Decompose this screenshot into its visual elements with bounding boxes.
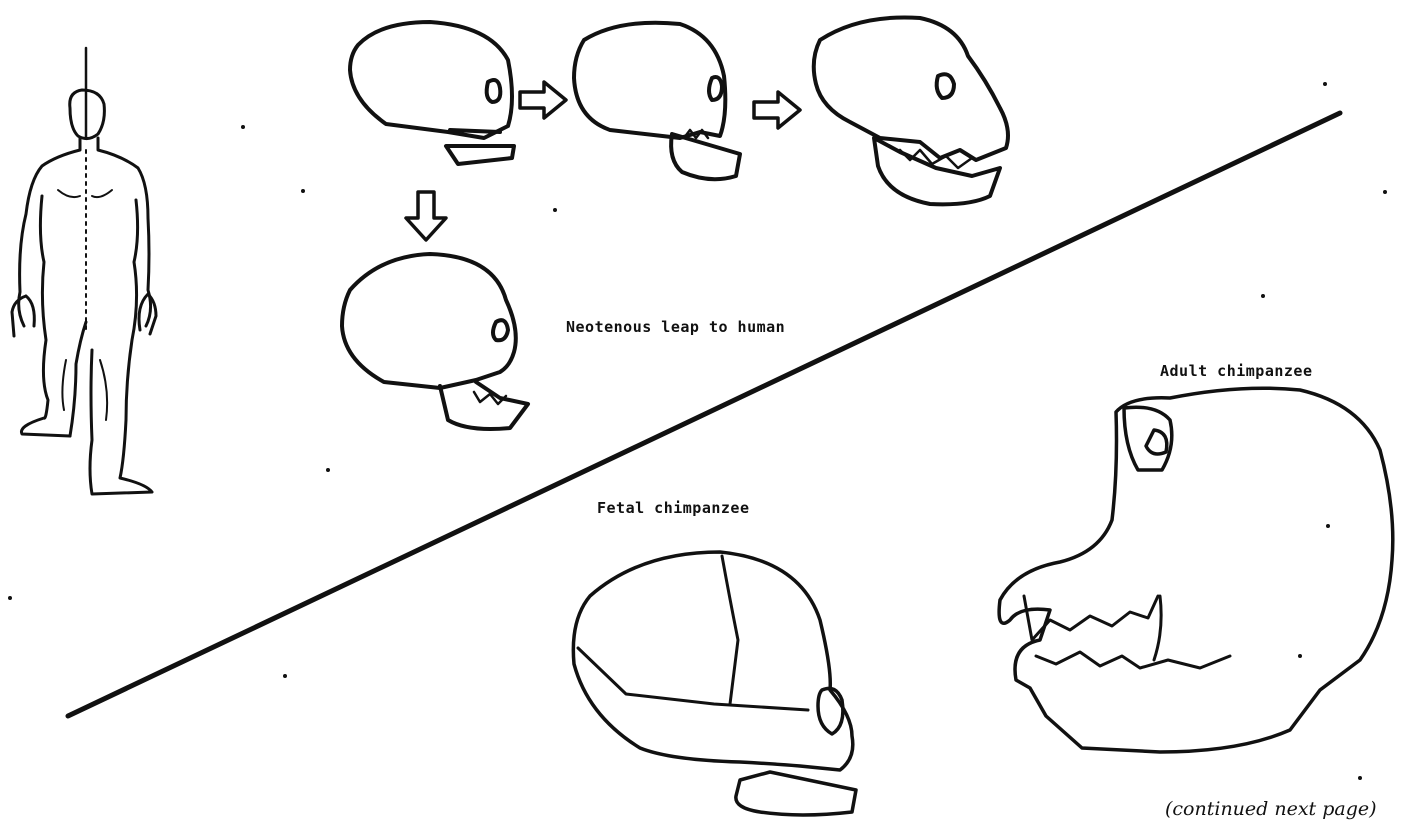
diagonal-divider: [68, 113, 1340, 716]
arrow-right-2: [754, 92, 800, 128]
label-neotenous-leap: Neotenous leap to human: [566, 318, 785, 336]
skull-fetal-top: [350, 22, 514, 164]
skull-adult-top: [814, 17, 1008, 204]
skull-fetal-large: [573, 552, 856, 815]
skull-juvenile: [574, 23, 740, 179]
skull-human: [342, 254, 528, 429]
label-fetal-chimpanzee: Fetal chimpanzee: [597, 499, 750, 517]
skull-adult-large: [999, 388, 1393, 752]
arrow-down: [406, 192, 446, 240]
arrow-right-1: [520, 82, 566, 118]
human-figure: [12, 48, 156, 494]
label-adult-chimpanzee: Adult chimpanzee: [1160, 362, 1313, 380]
label-continued-next-page: (continued next page): [1165, 798, 1377, 820]
